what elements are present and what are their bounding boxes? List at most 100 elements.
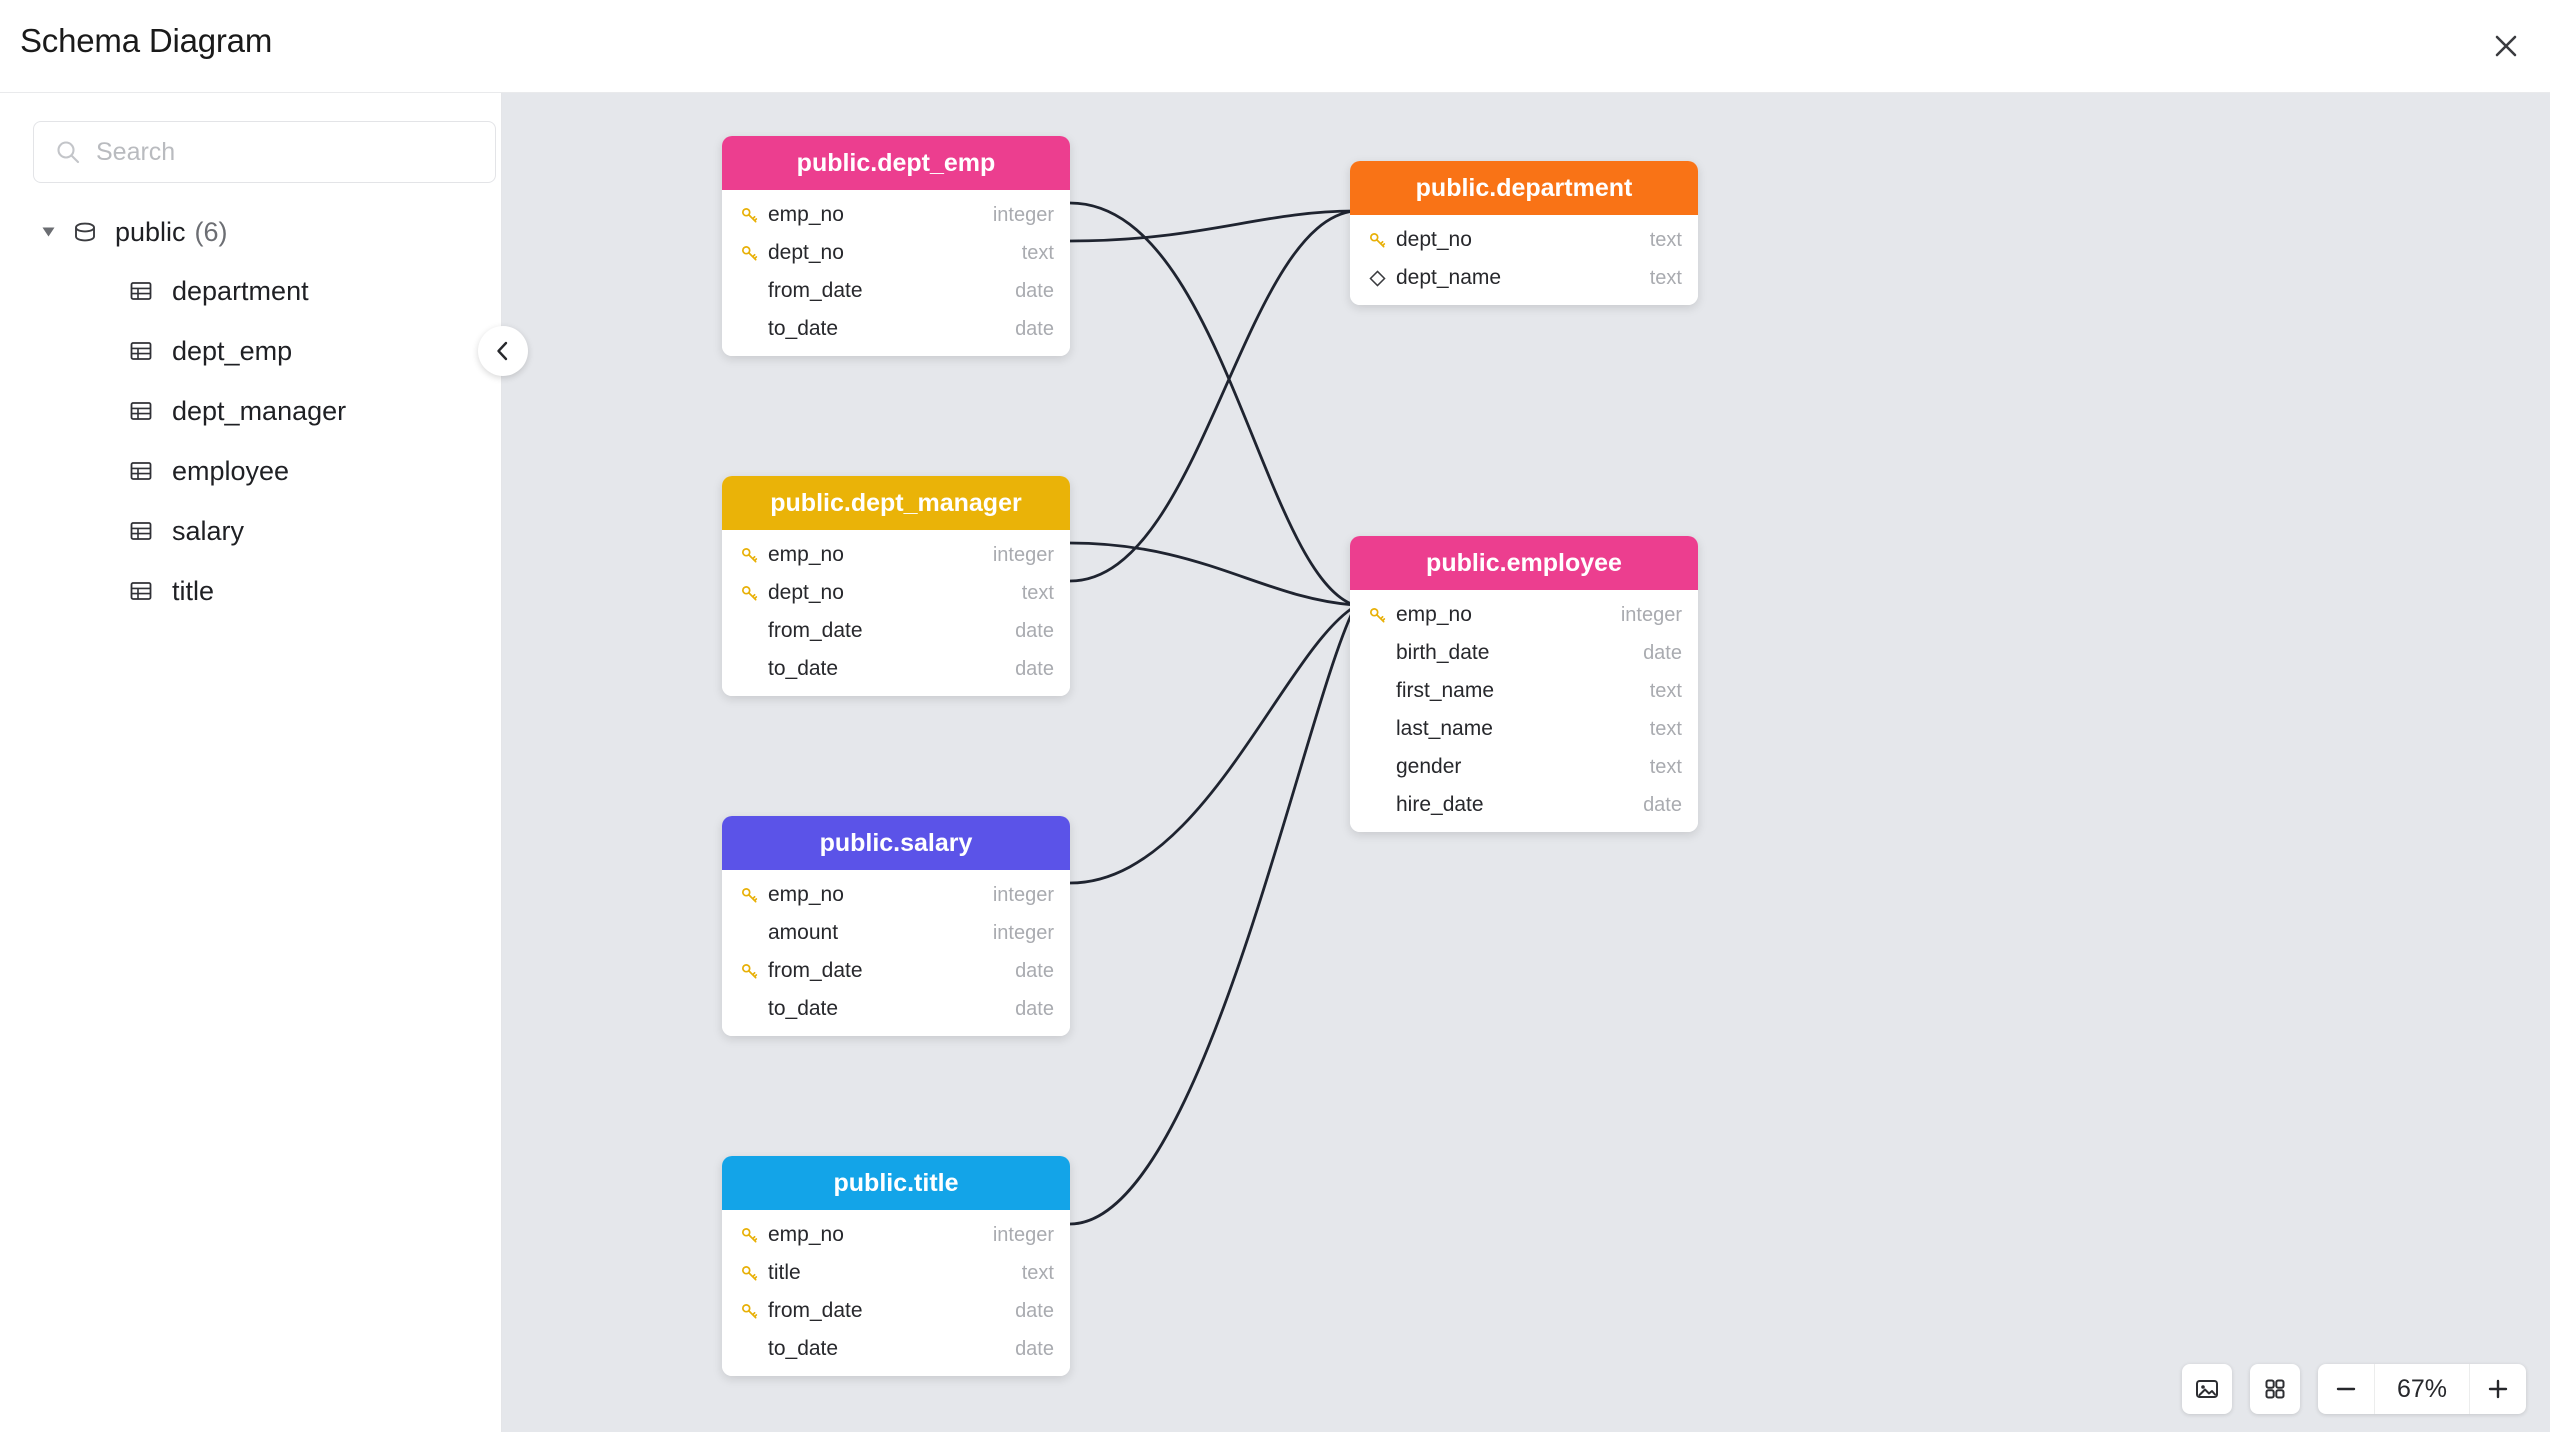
column-name: to_date [768,1337,839,1360]
column-row[interactable]: to_date date [722,650,1070,688]
sidebar: public (6) department dept_emp dept_mana… [0,93,528,1432]
sidebar-item-label: salary [172,515,245,546]
column-type: text [1021,581,1054,604]
column-name: to_date [768,657,839,680]
table-node-dept_emp[interactable]: public.dept_emp emp_no integer dept_no t… [722,136,1070,356]
sidebar-item-department[interactable]: department [0,261,502,321]
sidebar-item-title[interactable]: title [0,561,502,621]
key-icon [741,963,757,979]
minus-icon [2336,1387,2356,1391]
column-name: birth_date [1396,641,1490,664]
column-icon [736,584,762,603]
column-row[interactable]: to_date date [722,310,1070,348]
column-row[interactable]: emp_no integer [722,876,1070,914]
column-row[interactable]: birth_date date [1350,634,1698,672]
close-button[interactable] [2482,22,2530,70]
column-type: integer [992,921,1054,944]
column-row[interactable]: from_date date [722,612,1070,650]
column-type: integer [992,203,1054,226]
table-node-body: emp_no integer title text from_date date… [722,1210,1070,1376]
column-type: date [1015,959,1054,982]
column-type: text [1021,241,1054,264]
table-node-dept_manager[interactable]: public.dept_manager emp_no integer dept_… [722,476,1070,696]
column-type: date [1643,793,1682,816]
column-row[interactable]: dept_no text [1350,221,1698,259]
column-row[interactable]: amount integer [722,914,1070,952]
column-row[interactable]: dept_name text [1350,259,1698,297]
column-row[interactable]: to_date date [722,990,1070,1028]
table-node-header[interactable]: public.dept_manager [722,476,1070,530]
sidebar-item-label: department [172,275,309,306]
column-type: integer [992,1223,1054,1246]
column-name: amount [768,921,839,944]
column-icon [1364,269,1390,288]
sidebar-item-dept_manager[interactable]: dept_manager [0,381,502,441]
table-node-header[interactable]: public.employee [1350,536,1698,590]
column-row[interactable]: dept_no text [722,234,1070,272]
table-node-header[interactable]: public.dept_emp [722,136,1070,190]
page-title: Schema Diagram [20,22,273,59]
table-node-body: emp_no integer dept_no text from_date da… [722,190,1070,356]
column-row[interactable]: gender text [1350,748,1698,786]
diamond-icon [1368,269,1386,287]
edge-dept-emp-to-department [1069,209,1355,243]
table-node-salary[interactable]: public.salary emp_no integer amount inte… [722,816,1070,1036]
table-node-header[interactable]: public.salary [722,816,1070,870]
chevron-down-icon[interactable] [42,227,55,237]
column-name: from_date [768,619,863,642]
column-name: dept_no [1396,228,1472,251]
column-row[interactable]: from_date date [722,1292,1070,1330]
column-type: text [1649,755,1682,778]
zoom-out-button[interactable] [2318,1364,2374,1414]
column-type: integer [992,543,1054,566]
zoom-controls: 67% [2318,1364,2526,1414]
table-node-header[interactable]: public.department [1350,161,1698,215]
column-icon [736,886,762,905]
column-row[interactable]: title text [722,1254,1070,1292]
sidebar-item-label: employee [172,455,290,486]
table-node-title: public.salary [819,828,973,857]
table-node-header[interactable]: public.title [722,1156,1070,1210]
column-row[interactable]: from_date date [722,272,1070,310]
key-icon [1369,232,1385,248]
edge-title-to-employee [1069,608,1356,1226]
column-row[interactable]: to_date date [722,1330,1070,1368]
column-name: dept_name [1396,266,1502,289]
column-name: emp_no [768,883,844,906]
sidebar-item-employee[interactable]: employee [0,441,502,501]
column-row[interactable]: emp_no integer [1350,596,1698,634]
sidebar-item-dept_emp[interactable]: dept_emp [0,321,502,381]
export-image-button[interactable] [2182,1364,2232,1414]
column-row[interactable]: dept_no text [722,574,1070,612]
column-type: text [1649,717,1682,740]
auto-layout-button[interactable] [2250,1364,2300,1414]
search-box[interactable] [33,121,496,183]
tree-node-public[interactable]: public (6) [0,203,502,261]
diagram-canvas[interactable]: public.dept_emp emp_no integer dept_no t… [502,93,2550,1432]
search-input[interactable] [96,137,495,167]
table-node-department[interactable]: public.department dept_no text dept_name… [1350,161,1698,305]
column-name: emp_no [1396,603,1472,626]
column-row[interactable]: emp_no integer [722,536,1070,574]
sidebar-collapse-button[interactable] [478,326,528,376]
column-row[interactable]: emp_no integer [722,196,1070,234]
column-name: to_date [768,997,839,1020]
zoom-level-label[interactable]: 67% [2374,1364,2470,1414]
sidebar-item-salary[interactable]: salary [0,501,502,561]
column-name: dept_no [768,581,844,604]
table-icon [130,402,152,420]
column-row[interactable]: first_name text [1350,672,1698,710]
column-row[interactable]: from_date date [722,952,1070,990]
chevron-left-icon [497,341,508,361]
column-row[interactable]: last_name text [1350,710,1698,748]
column-type: date [1015,1337,1054,1360]
sidebar-item-label: title [172,575,215,606]
table-node-employee[interactable]: public.employee emp_no integer birth_dat… [1350,536,1698,832]
column-row[interactable]: emp_no integer [722,1216,1070,1254]
zoom-in-button[interactable] [2470,1364,2526,1414]
column-type: text [1649,228,1682,251]
column-icon [736,206,762,225]
table-node-title[interactable]: public.title emp_no integer title text f… [722,1156,1070,1376]
column-row[interactable]: hire_date date [1350,786,1698,824]
column-type: integer [1620,603,1682,626]
